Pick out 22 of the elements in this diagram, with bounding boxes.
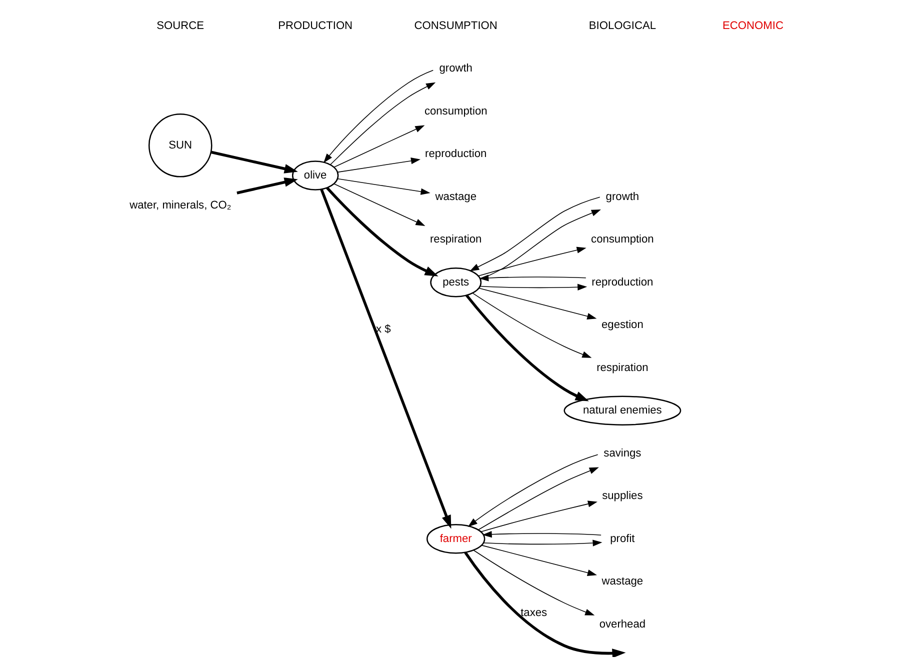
node-text: growth xyxy=(439,62,472,75)
node-text: egestion xyxy=(602,319,644,332)
node-text: wastage xyxy=(602,576,644,588)
edge-label: taxes xyxy=(520,606,548,619)
node-text: growth xyxy=(606,190,640,203)
node-text: consumption xyxy=(424,105,488,118)
node-text: supplies xyxy=(602,490,643,502)
node-text: water, minerals, CO₂ xyxy=(130,199,232,212)
node-text: wastage xyxy=(435,190,476,203)
label: CONSUMPTION xyxy=(414,20,498,32)
node-text: savings xyxy=(604,447,642,460)
node-text: profit xyxy=(610,532,635,545)
node-text: respiration xyxy=(430,234,482,246)
node-text: respiration xyxy=(596,362,648,374)
node-text: overhead xyxy=(599,618,646,630)
label: ECONOMIC xyxy=(722,20,784,32)
node-text: consumption xyxy=(591,234,654,246)
label: PRODUCTION xyxy=(278,20,353,32)
node-text: reproduction xyxy=(592,276,654,288)
label: SOURCE xyxy=(156,20,204,32)
label: BIOLOGICAL xyxy=(588,20,656,32)
node-text: reproduction xyxy=(425,148,487,160)
